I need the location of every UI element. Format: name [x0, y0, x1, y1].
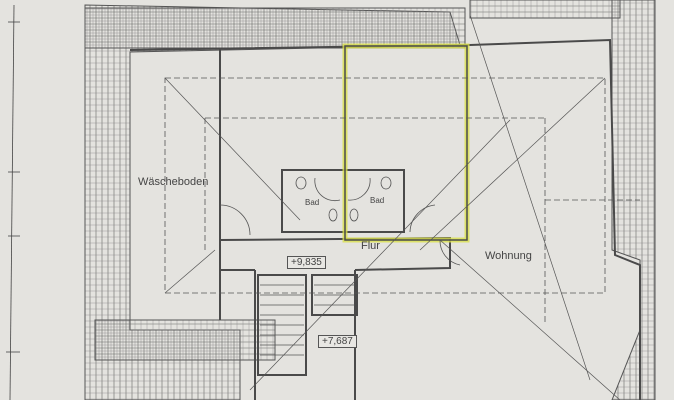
level-marker-lower: +7,687: [318, 335, 357, 348]
stairs: [260, 284, 355, 356]
dimension-line: [6, 4, 20, 400]
room-label-bad-left: Bad: [305, 198, 320, 207]
level-marker-upper: +9,835: [287, 256, 326, 269]
roof-lines: [164, 77, 640, 322]
room-label-wohnung: Wohnung: [485, 250, 532, 262]
room-label-waescheboden: Wäscheboden: [138, 176, 209, 188]
room-label-bad-right: Bad: [370, 196, 385, 205]
doors: [219, 204, 461, 266]
room-label-flur: Flur: [361, 240, 380, 252]
bathroom-fixtures: [295, 176, 392, 222]
